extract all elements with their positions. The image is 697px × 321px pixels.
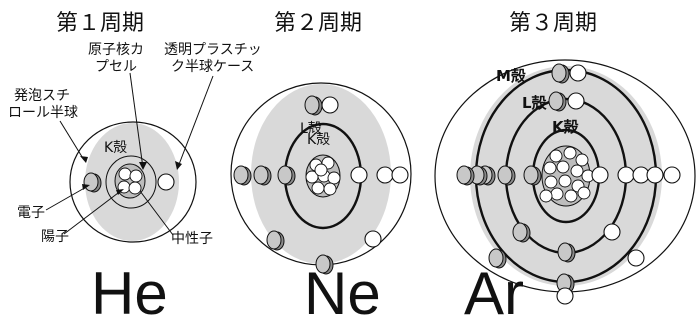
symbol-ne: Ne [304, 260, 381, 321]
ar-m-shell-label: M殻 [496, 67, 527, 85]
k-electron-counterpart [591, 166, 609, 184]
label-capsule-2: プセル [95, 59, 137, 75]
ar-k-shell-label: K殻 [552, 118, 580, 136]
label-neutron: 中性子 [171, 231, 213, 247]
k-electron [277, 165, 296, 186]
callout-lines [45, 72, 214, 236]
argon-model: M殻 L殻 K殻 [434, 59, 696, 305]
neon-model: L殻 K殻 [230, 82, 412, 275]
electron [83, 172, 102, 193]
ne-k-shell-label: K殻 [307, 132, 330, 148]
ar-l-shell-label: L殻 [522, 94, 548, 112]
symbol-he: He [91, 260, 168, 321]
k-electron-counterpart [350, 166, 368, 184]
callout-arrows [80, 156, 182, 195]
he-k-shell-label: K殻 [104, 140, 127, 156]
label-proton: 陽子 [41, 229, 69, 245]
symbol-ar: Ar [464, 260, 524, 321]
ne-l-shell-label: L殻 [300, 121, 322, 137]
period-3-title: 第３周期 [509, 11, 597, 36]
label-electron: 電子 [17, 205, 45, 221]
label-foam-1: 発泡スチ [14, 88, 70, 104]
period-2-title: 第２周期 [274, 11, 362, 36]
electron-counterpart [157, 173, 175, 191]
label-case-1: 透明プラスチッ [164, 42, 262, 58]
helium-model: K殻 [69, 121, 197, 243]
period-1-title: 第１周期 [56, 11, 144, 36]
label-case-2: ク半球ケース [171, 59, 254, 75]
label-foam-2: ロール半球 [8, 105, 78, 121]
label-capsule-1: 原子核カ [88, 42, 144, 58]
k-electron [523, 165, 542, 186]
